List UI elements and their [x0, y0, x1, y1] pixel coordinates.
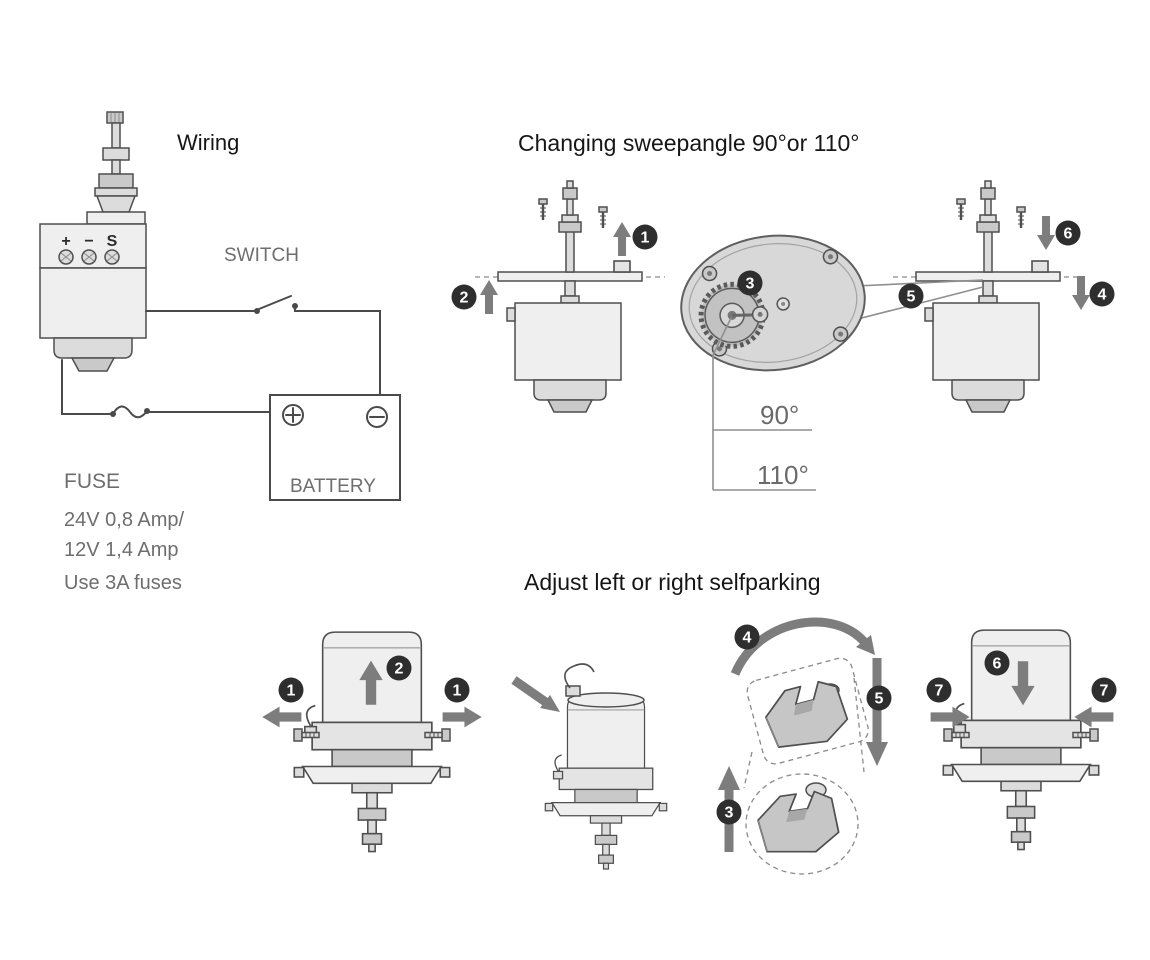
fuse-spec-line1: 24V 0,8 Amp/	[64, 509, 185, 531]
battery-label: BATTERY	[290, 476, 376, 497]
wiring-title: Wiring	[177, 130, 239, 155]
motor-unit-tilted	[511, 663, 668, 870]
svg-text:3: 3	[725, 805, 734, 822]
terminal-screw-icons	[58, 249, 120, 265]
fuse-symbol	[61, 359, 271, 419]
motor-unit-lift	[262, 631, 482, 853]
gear-icon	[698, 281, 790, 349]
connector-wire	[564, 663, 595, 689]
step-badge-6: 6	[1055, 220, 1081, 246]
svg-text:1: 1	[641, 230, 650, 247]
svg-text:1: 1	[287, 683, 296, 700]
svg-text:4: 4	[1098, 287, 1107, 304]
svg-text:7: 7	[1100, 683, 1109, 700]
step-badge-3: 3	[716, 799, 742, 825]
cam-dashed-outline	[746, 657, 869, 765]
step-badge-6: 6	[984, 650, 1010, 676]
arrowhead-up-icon	[718, 766, 740, 790]
switch-symbol	[145, 295, 381, 396]
motor-unit-lower	[930, 629, 1114, 851]
pointer-arrowhead-icon	[540, 695, 560, 712]
arrow-down-icon	[1072, 276, 1090, 310]
svg-text:2: 2	[395, 661, 404, 678]
exploded-motor-left	[475, 181, 665, 412]
fuse-spec-line2: 12V 1,4 Amp	[64, 539, 179, 561]
switch-label: SWITCH	[224, 245, 299, 266]
terminal-minus-label: −	[84, 233, 93, 250]
arrow-down-icon	[1037, 216, 1055, 250]
step-badge-2: 2	[451, 284, 477, 310]
angle-110-label: 110°	[757, 460, 809, 490]
svg-text:6: 6	[993, 656, 1002, 673]
step-badge-2: 2	[386, 655, 412, 681]
selfparking-title: Adjust left or right selfparking	[524, 569, 821, 595]
step-badge-5: 5	[866, 685, 892, 711]
arrow-up-icon	[480, 280, 498, 314]
step-badge-7: 7	[1091, 677, 1117, 703]
angle-leader-lines	[712, 317, 816, 491]
step-badge-7: 7	[926, 677, 952, 703]
step-badge-4: 4	[734, 624, 760, 650]
housing-screw-icons	[701, 248, 849, 357]
selfparking-section: Adjust left or right selfparking	[262, 569, 1117, 875]
parking-cam-illustration	[718, 617, 888, 875]
svg-text:5: 5	[875, 691, 884, 708]
svg-text:4: 4	[743, 630, 752, 647]
fuse-label: FUSE	[64, 470, 120, 493]
arrowhead-down-icon	[866, 742, 888, 766]
rotate-arrowhead-icon	[856, 635, 875, 655]
step-badge-1: 1	[632, 224, 658, 250]
terminal-s-label: S	[107, 233, 118, 250]
sweepangle-title: Changing sweepangle 90°or 110°	[518, 130, 860, 156]
svg-text:3: 3	[746, 276, 755, 293]
step-badge-4: 4	[1089, 281, 1115, 307]
sweepangle-section: Changing sweepangle 90°or 110°	[451, 130, 1115, 491]
arrow-left-icon	[262, 706, 302, 728]
pointer-arrow-icon	[511, 676, 550, 707]
svg-text:6: 6	[1064, 226, 1073, 243]
step-badge-1: 1	[444, 677, 470, 703]
svg-text:1: 1	[453, 683, 462, 700]
connector	[565, 685, 581, 697]
arrow-right-icon	[442, 706, 482, 728]
fuse-spec-line3: Use 3A fuses	[64, 572, 182, 594]
battery-illustration: BATTERY	[269, 394, 401, 501]
cam-bottom	[754, 788, 842, 860]
terminal-plus-label: +	[61, 233, 70, 250]
step-badge-1: 1	[278, 677, 304, 703]
step-badge-3: 3	[737, 270, 763, 296]
cam-dashed-circle	[745, 773, 859, 875]
wiring-section: Wiring + − S SWITCH	[39, 111, 401, 594]
wiper-motor-illustration: + − S	[39, 111, 147, 372]
gearbox-housing	[680, 234, 866, 372]
step-badge-5: 5	[898, 283, 924, 309]
svg-text:2: 2	[460, 290, 469, 307]
svg-text:7: 7	[935, 683, 944, 700]
angle-90-label: 90°	[760, 400, 799, 430]
svg-text:5: 5	[907, 289, 916, 306]
rotate-arrow-icon	[730, 617, 870, 676]
cam-guide-lines	[743, 677, 865, 789]
cam-top	[759, 676, 853, 756]
arrow-up-icon	[613, 222, 631, 256]
